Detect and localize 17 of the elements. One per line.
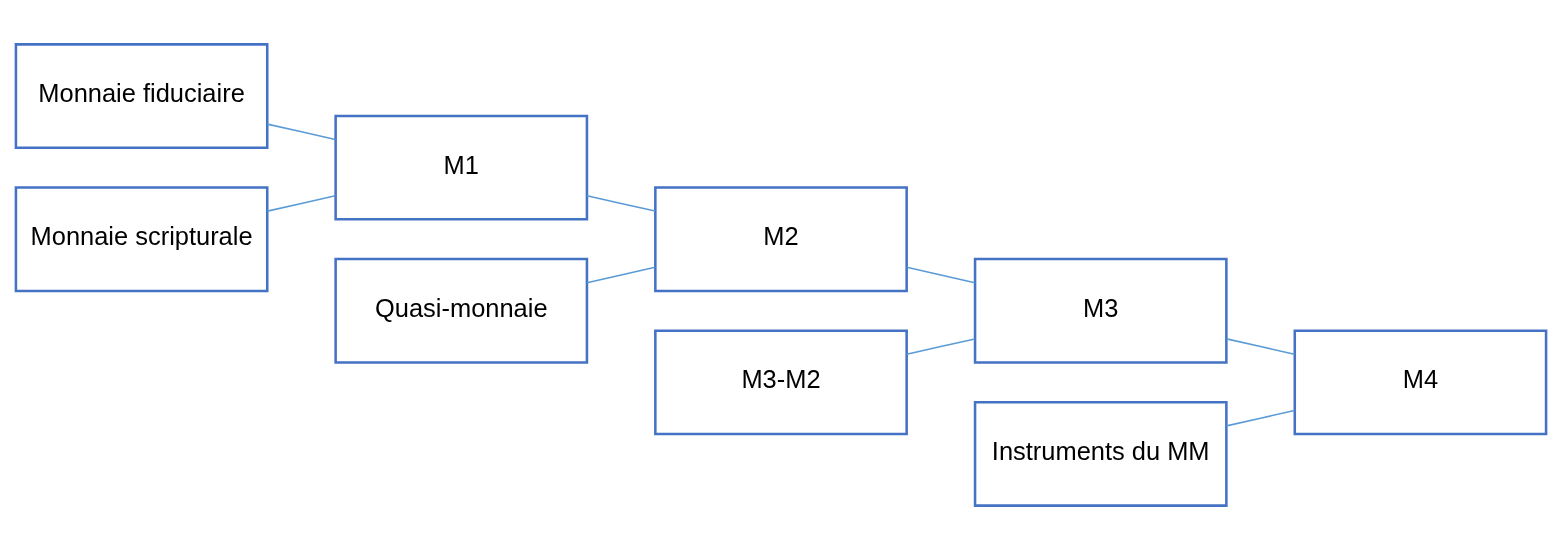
connector — [1225, 409, 1296, 427]
connector — [586, 266, 656, 283]
connector — [266, 194, 337, 212]
connector — [906, 337, 976, 355]
node-box: M1 — [334, 114, 589, 221]
node-box: Quasi-monnaie — [334, 257, 589, 364]
connector — [1225, 337, 1296, 355]
node-box: Monnaie fiduciaire — [14, 42, 269, 149]
connector — [906, 266, 976, 283]
node-box: Instruments du MM — [973, 400, 1228, 507]
node-box: M2 — [654, 185, 908, 292]
node-box: Monnaie scripturale — [14, 185, 269, 292]
node-box: M3-M2 — [654, 328, 908, 435]
connector — [266, 122, 337, 140]
node-box: M4 — [1293, 328, 1548, 435]
node-box: M3 — [973, 257, 1228, 364]
connector — [586, 194, 656, 212]
